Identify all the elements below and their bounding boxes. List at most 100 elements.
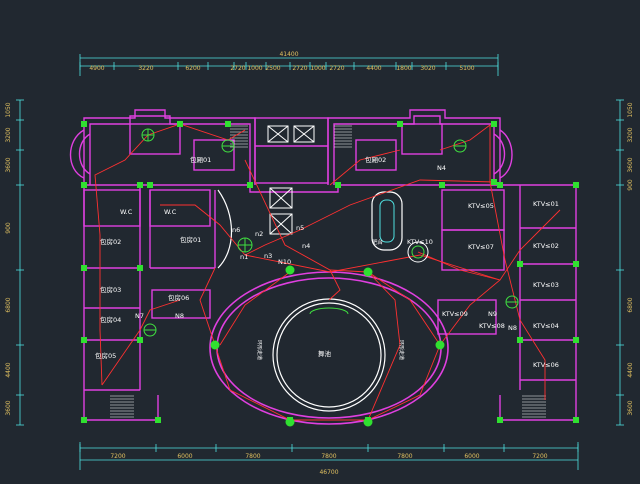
node-marker — [137, 337, 143, 343]
node-label-N10: N10 — [278, 258, 291, 266]
node-label-n2: n2 — [255, 230, 263, 238]
node-marker — [81, 265, 87, 271]
node-marker — [573, 261, 579, 267]
left-dim-4: 6800 — [5, 297, 12, 312]
top-dim-10: 4400 — [366, 65, 381, 72]
node-marker — [81, 182, 87, 188]
hall-device — [435, 340, 445, 350]
left-dim-1: 1050 — [5, 102, 12, 117]
bottom-dim-7: 7200 — [532, 453, 547, 460]
top-dim-9: 2720 — [329, 65, 344, 72]
ktv-label-02: KTV≤02 — [533, 242, 559, 250]
room-label-03: 包房03 — [100, 285, 121, 294]
node-marker — [147, 182, 153, 188]
hall-device — [285, 417, 295, 427]
hall-device — [210, 340, 220, 350]
top-dim-12: 3020 — [420, 65, 435, 72]
room-label-01: 包房01 — [180, 235, 201, 244]
ktv-label-05: KTV≤05 — [468, 202, 494, 210]
bottom-total-dim: 46700 — [319, 469, 338, 476]
node-label-N7: N7 — [135, 312, 144, 320]
device-nodes — [81, 121, 579, 427]
corridor-label-right: 环形走道 — [398, 340, 405, 360]
top-dim-4: 2720 — [230, 65, 245, 72]
bottom-dim-5: 7800 — [397, 453, 412, 460]
bar-inner — [379, 199, 395, 243]
node-label-n4: n4 — [302, 242, 310, 250]
wc-label-1: W.C — [120, 208, 133, 216]
top-dim-2: 3220 — [138, 65, 153, 72]
ktv-label-10: KTV≤10 — [407, 238, 433, 246]
node-marker — [497, 417, 503, 423]
node-marker — [573, 337, 579, 343]
oval-hall — [209, 271, 449, 425]
node-marker — [335, 182, 341, 188]
node-marker — [137, 182, 143, 188]
ktv-label-03: KTV≤03 — [533, 281, 559, 289]
node-label-N8b: N8 — [508, 324, 517, 332]
node-label-n1: n1 — [240, 253, 248, 261]
dance-floor — [272, 298, 386, 412]
node-label-n6: n6 — [232, 226, 240, 234]
top-dim-8: 1000 — [310, 65, 325, 72]
top-dim-1: 4900 — [89, 65, 104, 72]
left-extra-dim: 900 — [5, 222, 12, 234]
bottom-dim-1: 7200 — [110, 453, 125, 460]
right-dim-1: 1050 — [627, 102, 634, 117]
top-dim-11: 1800 — [396, 65, 411, 72]
corridor-label-left: 环形走道 — [256, 340, 263, 360]
top-dimension-ticks — [79, 62, 499, 70]
bottom-dim-6: 6000 — [464, 453, 479, 460]
room-label-02: 包房02 — [100, 237, 121, 246]
node-marker — [81, 337, 87, 343]
top-total-dim: 41400 — [279, 51, 298, 58]
left-dim-3: 3600 — [5, 157, 12, 172]
room-label-05: 包房05 — [95, 351, 116, 360]
node-marker — [439, 182, 445, 188]
right-dim-2: 3200 — [627, 127, 634, 142]
right-dim-6: 3600 — [627, 400, 634, 415]
left-dimension-texts: 1050 3200 3600 900 6800 4400 3600 — [5, 102, 12, 415]
ktv-label-06: KTV≤06 — [533, 361, 559, 369]
top-dim-5: 1000 — [247, 65, 262, 72]
top-dim-3: 6200 — [185, 65, 200, 72]
fixtures — [141, 128, 519, 337]
node-marker — [225, 121, 231, 127]
dimension-texts: 41400 4900 3220 6200 2720 1000 2500 2720… — [89, 51, 547, 476]
node-label-N9: N9 — [488, 310, 497, 318]
dimension-lines — [19, 54, 621, 470]
left-dim-2: 3200 — [5, 127, 12, 142]
right-extra-dim: 900 — [627, 179, 634, 191]
node-marker — [491, 121, 497, 127]
wiring-lines — [94, 123, 561, 421]
curved-partition — [217, 189, 233, 269]
right-dim-5: 4400 — [627, 362, 634, 377]
dance-floor-label: 舞池 — [318, 349, 332, 358]
node-marker — [177, 121, 183, 127]
node-labels: n1 n2 n3 n4 n5 n6 N4 N7 N8 N9 N10 N8 — [135, 164, 517, 332]
left-dim-6: 3600 — [5, 400, 12, 415]
ktv-label-04: KTV≤04 — [533, 322, 559, 330]
right-dim-3: 3600 — [627, 157, 634, 172]
ktv-label-09: KTV≤09 — [442, 310, 468, 318]
node-marker — [517, 261, 523, 267]
stair-treads — [110, 125, 546, 418]
hall-device — [285, 265, 295, 275]
node-marker — [491, 179, 497, 185]
node-label-N4: N4 — [437, 164, 446, 172]
room-label-04: 包房04 — [100, 315, 121, 324]
node-marker — [81, 121, 87, 127]
bar-label: 吧台 — [372, 238, 384, 246]
ktv-label-08: KTV≤08 — [479, 322, 505, 330]
node-marker — [137, 265, 143, 271]
side-dimension-ticks — [16, 99, 624, 426]
room-label-06: 包房06 — [168, 293, 189, 302]
left-dim-5: 4400 — [5, 362, 12, 377]
building-walls — [69, 109, 577, 421]
right-dimension-texts: 1050 3200 3600 900 6800 4400 3600 — [627, 102, 634, 415]
top-dim-7: 2720 — [292, 65, 307, 72]
ktv-label-01: KTV≤01 — [533, 200, 559, 208]
hall-device — [363, 267, 373, 277]
